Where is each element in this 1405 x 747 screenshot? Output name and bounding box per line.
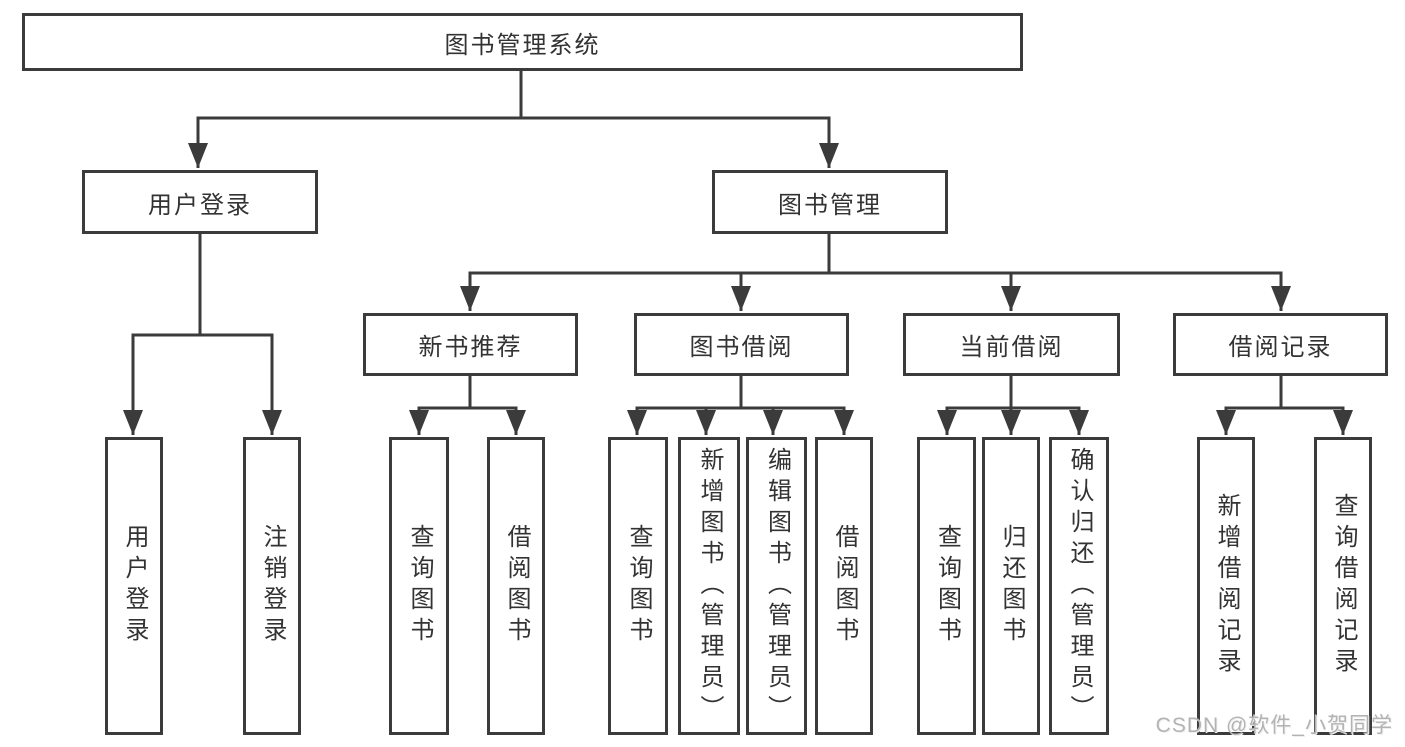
- node-user-login: 用户登录: [82, 170, 318, 234]
- leaf-bb-query-books-label: 查询图书: [625, 524, 652, 648]
- node-book-borrow: 图书借阅: [634, 313, 849, 376]
- connector-trunks: [131, 70, 1345, 410]
- node-new-book-recommend-label: 新书推荐: [418, 334, 523, 361]
- leaf-cb-query-books-label: 查询图书: [933, 524, 961, 648]
- node-new-book-recommend: 新书推荐: [363, 313, 578, 376]
- node-root-label: 图书管理系统: [444, 31, 601, 59]
- leaf-bb-edit-books-admin-label: 编辑图书（管理员）: [763, 446, 791, 726]
- leaf-br-query-record-label: 查询借阅记录: [1330, 493, 1357, 679]
- watermark-text: CSDN @软件_小贺同学: [1155, 714, 1393, 737]
- leaf-cb-return-books-label: 归还图书: [998, 524, 1025, 648]
- leaf-logout: 注销登录: [243, 437, 301, 735]
- leaf-nbr-query-books-label: 查询图书: [406, 524, 433, 648]
- leaf-user-login: 用户登录: [105, 437, 163, 735]
- leaf-nbr-borrow-books-label: 借阅图书: [503, 524, 530, 648]
- leaf-nbr-borrow-books: 借阅图书: [487, 437, 545, 735]
- leaf-bb-borrow-books: 借阅图书: [815, 437, 873, 735]
- leaf-br-add-record-label: 新增借阅记录: [1213, 493, 1240, 679]
- leaf-br-query-record: 查询借阅记录: [1314, 437, 1372, 735]
- leaf-cb-return-books: 归还图书: [982, 437, 1040, 735]
- leaf-logout-label: 注销登录: [259, 524, 286, 648]
- leaf-user-login-label: 用户登录: [121, 524, 148, 648]
- node-current-borrow: 当前借阅: [903, 313, 1120, 376]
- leaf-br-add-record: 新增借阅记录: [1197, 437, 1255, 735]
- node-book-borrow-label: 图书借阅: [689, 334, 794, 361]
- node-book-management-label: 图书管理: [778, 191, 882, 219]
- node-borrow-records-label: 借阅记录: [1228, 334, 1333, 361]
- node-borrow-records: 借阅记录: [1173, 313, 1388, 376]
- node-current-borrow-label: 当前借阅: [959, 334, 1064, 361]
- node-root: 图书管理系统: [22, 13, 1023, 71]
- node-user-login-label: 用户登录: [148, 191, 252, 219]
- leaf-nbr-query-books: 查询图书: [389, 437, 449, 735]
- connector-arrows: [123, 118, 1353, 435]
- leaf-bb-edit-books-admin: 编辑图书（管理员）: [746, 437, 807, 735]
- leaf-cb-query-books: 查询图书: [917, 437, 976, 735]
- leaf-cb-confirm-return-admin-label: 确认归还（管理员）: [1066, 446, 1093, 726]
- leaf-bb-add-books-admin-label: 新增图书（管理员）: [696, 446, 723, 726]
- leaf-bb-borrow-books-label: 借阅图书: [831, 524, 858, 648]
- leaf-bb-query-books: 查询图书: [608, 437, 668, 735]
- leaf-bb-add-books-admin: 新增图书（管理员）: [678, 437, 740, 735]
- leaf-cb-confirm-return-admin: 确认归还（管理员）: [1049, 437, 1109, 735]
- node-book-management: 图书管理: [712, 170, 948, 234]
